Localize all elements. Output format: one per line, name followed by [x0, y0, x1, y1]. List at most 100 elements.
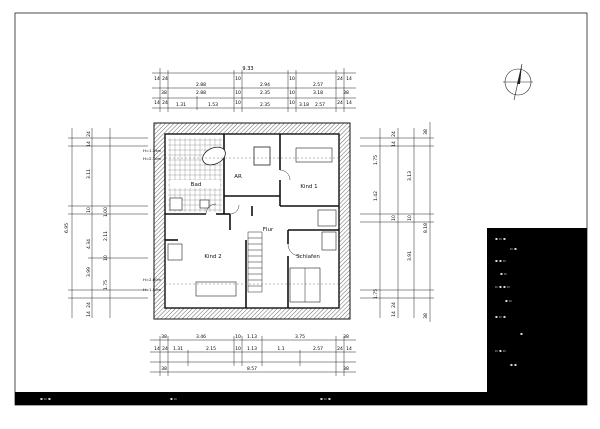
svg-text:24: 24: [86, 302, 92, 308]
svg-text:10: 10: [86, 207, 92, 213]
svg-text:H=1.35m: H=1.35m: [143, 148, 161, 153]
bottom-dim-row3: 38 38 8.57: [161, 366, 349, 372]
kind2-bed: [195, 281, 237, 297]
room-kind1: Kind 1: [300, 184, 317, 190]
svg-text:1.00: 1.00: [103, 207, 109, 217]
svg-text:1.1: 1.1: [277, 346, 284, 352]
svg-text:14: 14: [391, 141, 397, 147]
door-swings: [205, 169, 301, 257]
svg-text:1.31: 1.31: [176, 102, 186, 108]
svg-text:3.46: 3.46: [196, 334, 206, 340]
svg-text:24: 24: [337, 76, 343, 82]
svg-text:24: 24: [391, 131, 397, 137]
svg-text:▪ ▪ ▫: ▪ ▪ ▫: [495, 258, 506, 263]
svg-text:▫ ▪ ▪ ▫: ▫ ▪ ▪ ▫: [495, 284, 510, 289]
svg-text:24: 24: [162, 76, 168, 82]
svg-text:10: 10: [289, 100, 295, 106]
svg-text:10: 10: [391, 215, 397, 221]
svg-text:10: 10: [235, 334, 241, 340]
svg-text:1.75: 1.75: [373, 289, 379, 299]
svg-text:3.99: 3.99: [86, 267, 92, 277]
title-block-noise: ▪ ▫ ▪▫ ▪ ▪ ▪ ▫▪ ▫ ▫ ▪ ▪ ▫▪ ▫ ▪ ▫ ▪▪ ▫ ▪ …: [40, 236, 523, 401]
toilet: [199, 199, 210, 209]
top-dim-row1: 14 24 2.88 10 2.94 10 2.57 24 14: [154, 76, 352, 88]
svg-text:14: 14: [86, 311, 92, 317]
svg-text:10: 10: [289, 76, 295, 82]
left-dimension-lines: [68, 128, 148, 318]
svg-text:3.18: 3.18: [313, 90, 323, 96]
top-dim-row2: 38 2.88 10 2.35 10 3.18 38: [161, 90, 349, 96]
svg-text:14: 14: [391, 311, 397, 317]
svg-text:▪ ▫ ▪: ▪ ▫ ▪: [40, 396, 51, 401]
svg-text:38: 38: [343, 334, 349, 340]
room-schlafen: Schlafen: [296, 254, 320, 260]
bottom-dim-row1: 38 3.46 10 1.13 3.75 38: [161, 334, 349, 340]
top-dim-row3: 14 24 1.31 1.53 10 2.35 10 3.18 2.57 24 …: [154, 100, 352, 108]
svg-text:H=2.70m: H=2.70m: [143, 156, 161, 161]
svg-text:2.88: 2.88: [196, 90, 206, 96]
top-dimension-lines: [152, 68, 356, 112]
svg-text:1.13: 1.13: [247, 346, 257, 352]
kind1-desk: [317, 209, 337, 227]
room-flur: Flur: [263, 227, 274, 233]
svg-text:3.13: 3.13: [407, 171, 413, 181]
svg-text:3.91: 3.91: [407, 251, 413, 261]
svg-text:8.18: 8.18: [423, 223, 429, 233]
svg-text:1.75: 1.75: [103, 280, 109, 290]
svg-text:24: 24: [391, 302, 397, 308]
wardrobe: [321, 231, 337, 251]
svg-text:2.15: 2.15: [206, 346, 216, 352]
svg-text:▪ ▫ ▪: ▪ ▫ ▪: [320, 396, 331, 401]
room-labels: Bad AR Kind 1 Kind 2 Flur Schlafen: [191, 174, 321, 260]
svg-text:6.95: 6.95: [64, 223, 70, 233]
svg-text:14: 14: [346, 76, 352, 82]
svg-text:10: 10: [407, 215, 413, 221]
svg-text:▫ ▪ ▫: ▫ ▪ ▫: [495, 348, 506, 353]
svg-text:24: 24: [162, 346, 168, 352]
svg-text:2.94: 2.94: [260, 82, 270, 88]
svg-text:▪: ▪: [520, 331, 523, 336]
room-kind2: Kind 2: [204, 254, 221, 260]
bath-label-clear: [170, 180, 220, 188]
svg-text:10: 10: [235, 100, 241, 106]
svg-text:3.18: 3.18: [299, 102, 309, 108]
interior-walls: [165, 134, 339, 308]
svg-text:38: 38: [423, 129, 429, 135]
svg-text:2.57: 2.57: [313, 82, 323, 88]
svg-text:24: 24: [337, 100, 343, 106]
svg-text:8.57: 8.57: [247, 366, 257, 372]
right-dimension-lines: [360, 122, 434, 322]
svg-text:24: 24: [86, 131, 92, 137]
svg-text:2.35: 2.35: [260, 90, 270, 96]
svg-text:38: 38: [343, 90, 349, 96]
svg-text:14: 14: [346, 346, 352, 352]
north-arrow-icon: [503, 63, 533, 101]
svg-text:38: 38: [161, 90, 167, 96]
svg-text:H=2.00m: H=2.00m: [143, 277, 161, 282]
svg-text:3.75: 3.75: [295, 334, 305, 340]
svg-text:2.11: 2.11: [103, 231, 109, 241]
svg-text:14: 14: [154, 76, 160, 82]
shower: [169, 197, 183, 211]
svg-text:1.42: 1.42: [373, 191, 379, 201]
bathtub: [202, 146, 226, 166]
bottom-dim-row2: 14 24 1.31 2.15 10 1.13 1.1 2.57 24 14: [154, 346, 352, 352]
svg-text:▫ ▪: ▫ ▪: [510, 246, 517, 251]
level-markers: H=1.35m H=2.70m H=2.00m H=1.50m: [143, 148, 161, 292]
bottom-dimension-lines: [150, 336, 356, 376]
svg-text:38: 38: [161, 334, 167, 340]
title-block-panel: [15, 228, 587, 405]
svg-text:10: 10: [289, 90, 295, 96]
svg-text:2.35: 2.35: [260, 102, 270, 108]
svg-text:1.75: 1.75: [373, 155, 379, 165]
svg-text:10: 10: [235, 76, 241, 82]
svg-text:10: 10: [103, 255, 109, 261]
room-bad: Bad: [191, 182, 202, 188]
svg-text:10: 10: [235, 346, 241, 352]
svg-text:38: 38: [423, 313, 429, 319]
svg-text:▪ ▫ ▪: ▪ ▫ ▪: [495, 314, 506, 319]
ar-equipment-box: [253, 146, 271, 166]
svg-text:14: 14: [86, 141, 92, 147]
